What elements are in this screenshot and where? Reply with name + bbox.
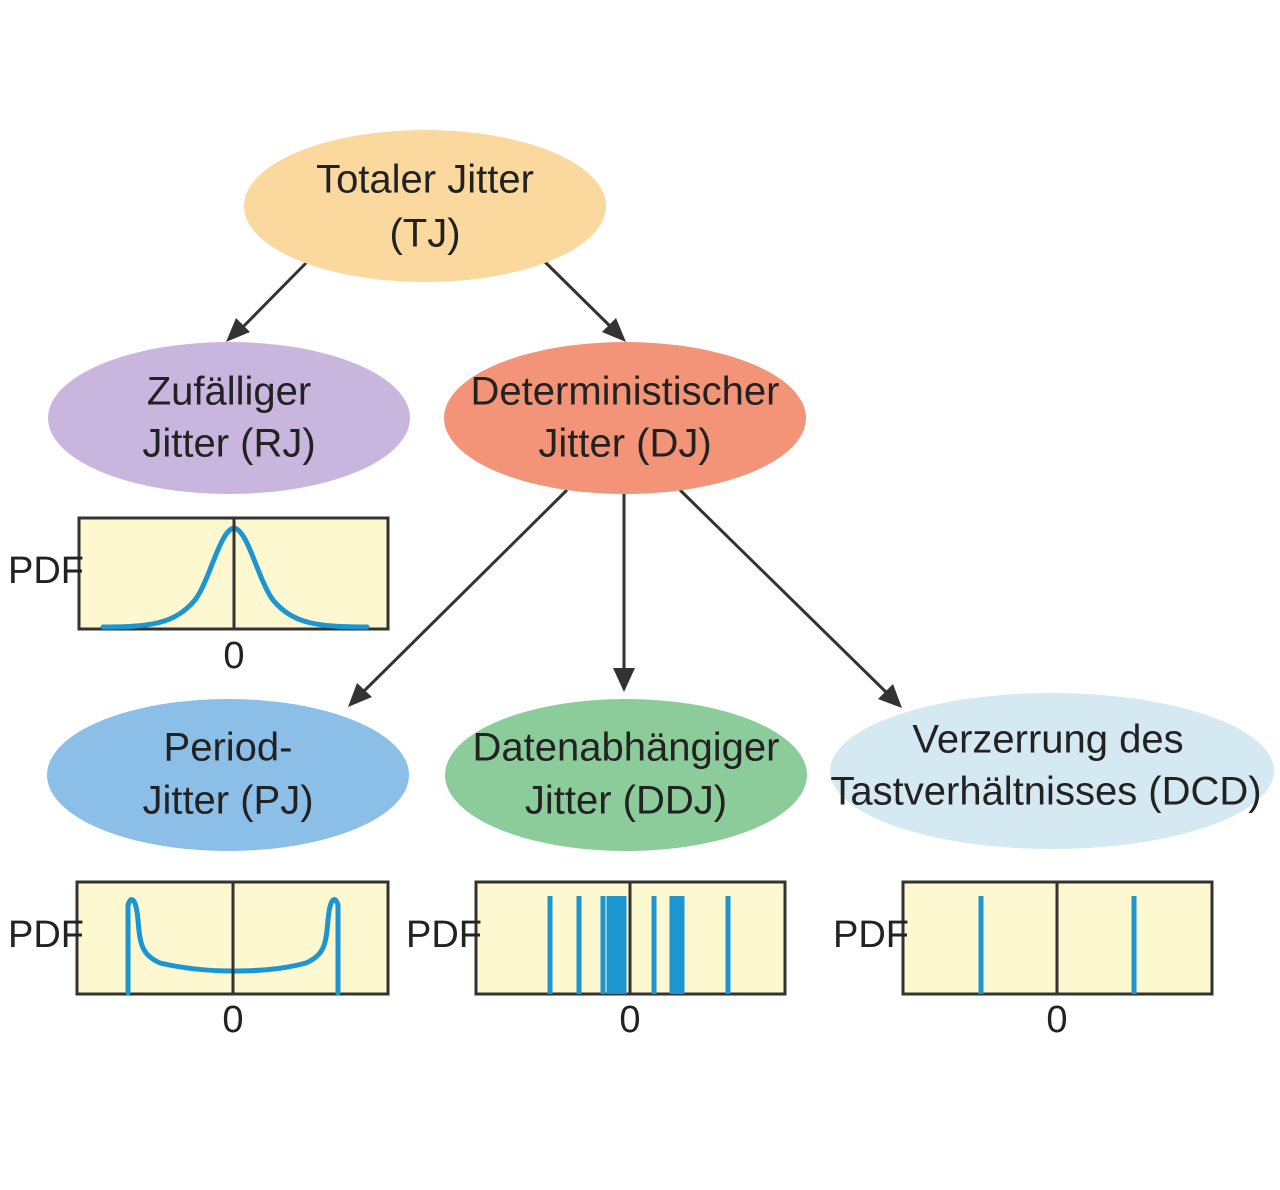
node-random-jitter: Zufälliger Jitter (RJ) bbox=[48, 342, 410, 494]
node-tj-line1: Totaler Jitter bbox=[316, 158, 534, 202]
node-period-jitter: Period- Jitter (PJ) bbox=[47, 699, 409, 851]
plot-pj-pdf-label: PDF bbox=[8, 914, 84, 956]
node-pj-line1: Period- bbox=[164, 726, 293, 770]
node-dcd-line1: Verzerrung des bbox=[912, 718, 1183, 762]
arrow-dj-to-ddj-head bbox=[613, 668, 635, 692]
arrow-tj-to-rj bbox=[232, 260, 309, 338]
node-rj-line1: Zufälliger bbox=[147, 370, 312, 414]
node-total-jitter: Totaler Jitter (TJ) bbox=[244, 130, 606, 282]
plot-pj: PDF 0 bbox=[8, 880, 390, 1041]
node-ddj-line1: Datenabhängiger bbox=[473, 726, 780, 770]
node-dcd-ellipse bbox=[830, 693, 1274, 849]
node-ddj-ellipse bbox=[445, 699, 807, 851]
node-duty-cycle-distortion: Verzerrung des Tastverhältnisses (DCD) bbox=[830, 693, 1274, 849]
node-pj-line2: Jitter (PJ) bbox=[142, 779, 313, 823]
plot-dcd-pdf-label: PDF bbox=[833, 914, 909, 956]
arrow-tj-to-rj-head bbox=[226, 318, 250, 342]
node-data-dependent-jitter: Datenabhängiger Jitter (DDJ) bbox=[445, 699, 807, 851]
node-pj-ellipse bbox=[47, 699, 409, 851]
plot-ddj-zero-label: 0 bbox=[619, 999, 640, 1041]
arrow-tj-to-dj bbox=[543, 260, 618, 334]
plot-rj-pdf-label: PDF bbox=[8, 550, 84, 592]
node-ddj-line2: Jitter (DDJ) bbox=[525, 779, 727, 823]
node-dcd-line2: Tastverhältnisses (DCD) bbox=[830, 770, 1261, 814]
node-tj-ellipse bbox=[244, 130, 606, 282]
node-rj-ellipse bbox=[48, 342, 410, 494]
node-tj-line2: (TJ) bbox=[389, 212, 460, 256]
plot-ddj: PDF 0 bbox=[406, 880, 787, 1041]
arrow-dj-to-pj-head bbox=[348, 683, 372, 707]
node-dj-ellipse bbox=[444, 342, 806, 494]
plot-pj-zero-label: 0 bbox=[222, 999, 243, 1041]
plot-ddj-pdf-label: PDF bbox=[406, 914, 482, 956]
arrow-tj-to-dj-head bbox=[602, 318, 626, 342]
plot-dcd: PDF 0 bbox=[833, 880, 1214, 1041]
arrow-dj-to-pj bbox=[356, 488, 569, 699]
node-rj-line2: Jitter (RJ) bbox=[142, 422, 315, 466]
plot-rj-zero-label: 0 bbox=[223, 635, 244, 677]
arrow-dj-to-dcd bbox=[678, 488, 894, 700]
plot-dcd-zero-label: 0 bbox=[1046, 999, 1067, 1041]
node-dj-line2: Jitter (DJ) bbox=[538, 422, 711, 466]
node-dj-line1: Deterministischer bbox=[471, 370, 780, 414]
node-deterministic-jitter: Deterministischer Jitter (DJ) bbox=[444, 342, 806, 494]
arrow-dj-to-dcd-head bbox=[878, 684, 902, 708]
plot-rj: PDF 0 bbox=[8, 516, 390, 677]
